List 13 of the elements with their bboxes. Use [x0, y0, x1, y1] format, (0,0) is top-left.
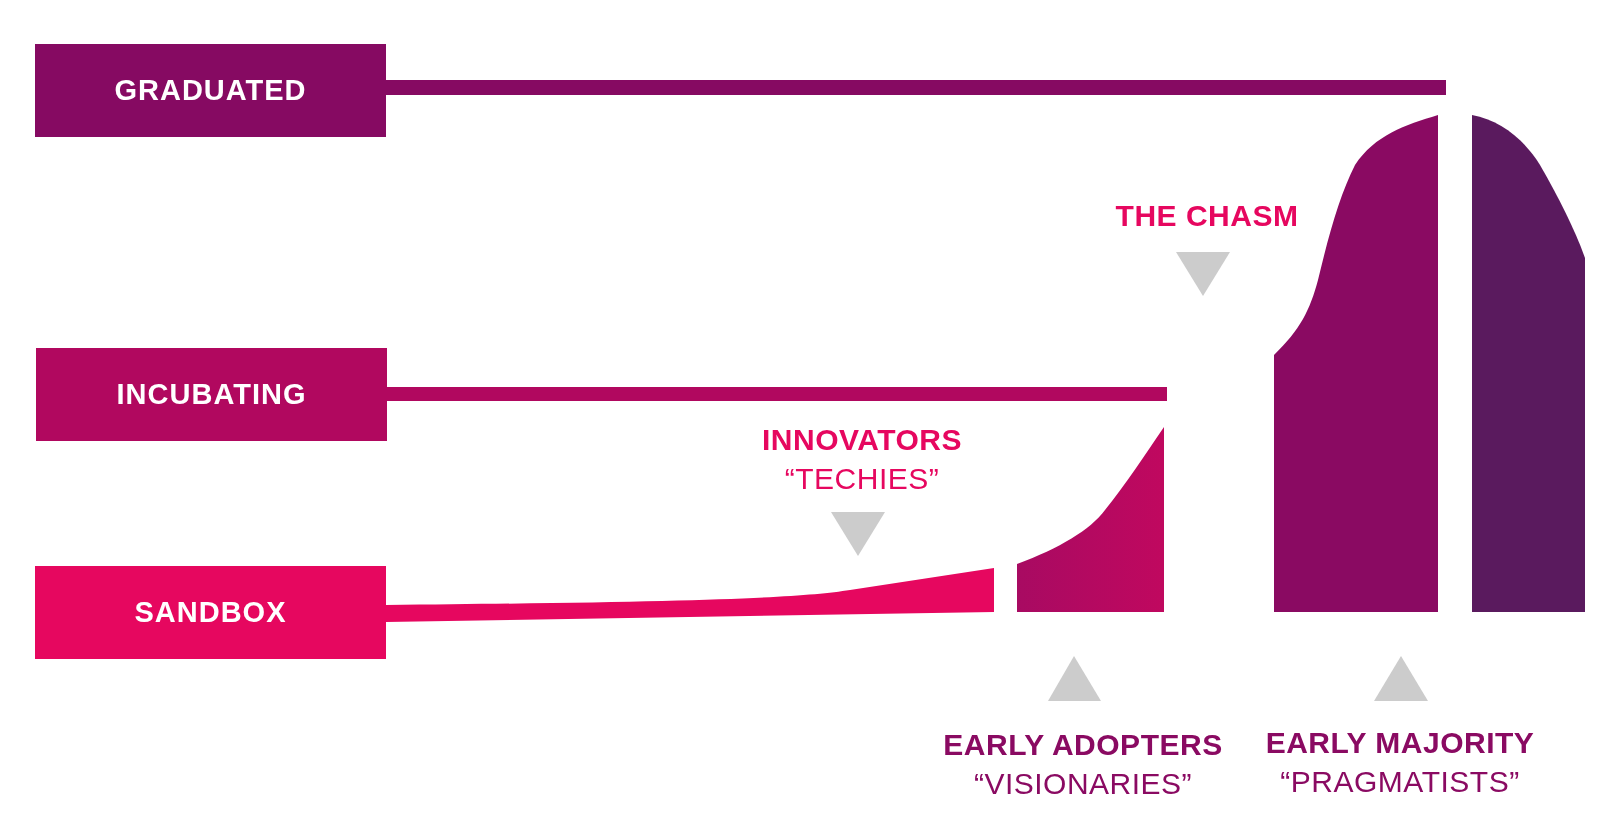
level-box: [35, 566, 386, 659]
segment-nickname: “TECHIES”: [784, 462, 940, 496]
segment-nickname: “PRAGMATISTS”: [1280, 765, 1520, 799]
segment-title: EARLY ADOPTERS: [943, 728, 1223, 762]
level-box: [36, 348, 387, 441]
level-box: [35, 44, 386, 137]
level-label: SANDBOX: [134, 596, 287, 629]
segment-title: THE CHASM: [1115, 199, 1299, 233]
level-label: INCUBATING: [116, 378, 307, 411]
segment-title: INNOVATORS: [762, 423, 962, 457]
segment-title: EARLY MAJORITY: [1265, 726, 1535, 760]
segment-nickname: “VISIONARIES”: [973, 767, 1193, 801]
level-label: GRADUATED: [114, 74, 307, 107]
